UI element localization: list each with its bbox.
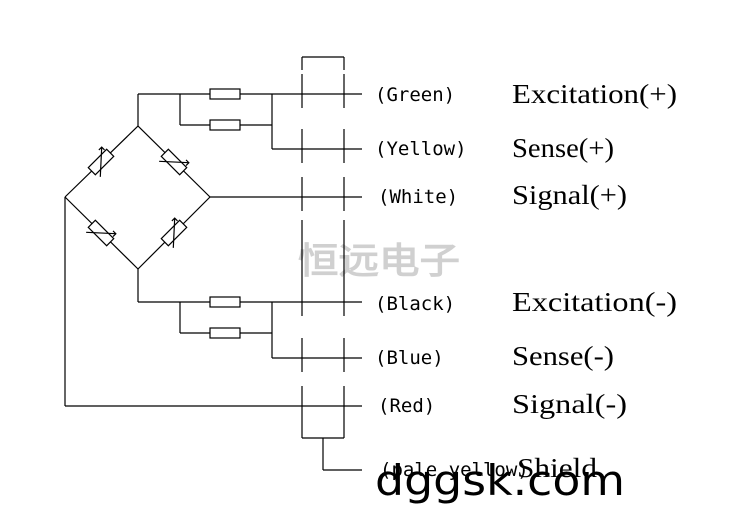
site-watermark: dggsk.com [375, 456, 625, 505]
strain-gauge-top-left [87, 146, 115, 177]
wire-function-labels: Excitation(+) Sense(+) Signal(+) Excitat… [512, 79, 677, 483]
wire-color-label: (Yellow) [375, 138, 467, 160]
excitation-negative-network [137, 269, 362, 359]
strain-gauge-bottom-left [86, 219, 117, 247]
strain-gauge-top-right [159, 148, 190, 176]
wire-color-label: (pale yellow) [380, 459, 529, 481]
wire-function-label: Shield [517, 453, 598, 483]
wire-function-label: Excitation(-) [512, 287, 677, 317]
wire-color-label: (Green) [375, 84, 455, 106]
compensation-resistor-4 [209, 327, 241, 339]
compensation-resistor-2 [209, 119, 241, 131]
compensation-resistor-1 [209, 88, 241, 100]
wire-color-label: (White) [378, 186, 458, 208]
signal-negative-wire [64, 197, 362, 407]
compensation-resistor-3 [209, 296, 241, 308]
excitation-positive-network [137, 88, 362, 150]
wire-function-label: Signal(+) [512, 180, 627, 210]
watermark: 恒远电子 [298, 240, 460, 282]
wire-color-label: (Black) [375, 293, 455, 315]
wire-labels: (Green) (Yellow) (White) (Black) (Blue) … [375, 84, 529, 481]
wire-function-label: Sense(-) [512, 341, 614, 371]
strain-gauge-bottom-right [160, 217, 188, 248]
wire-color-label: (Red) [378, 395, 435, 417]
wire-function-label: Excitation(+) [512, 79, 677, 109]
shield-wire [322, 438, 362, 471]
wire-function-label: Signal(-) [512, 389, 627, 419]
bridge-diamond [64, 125, 211, 270]
wire-function-label: Sense(+) [512, 133, 614, 163]
wire-color-label: (Blue) [375, 347, 444, 369]
cable-terminal-block [301, 56, 345, 439]
